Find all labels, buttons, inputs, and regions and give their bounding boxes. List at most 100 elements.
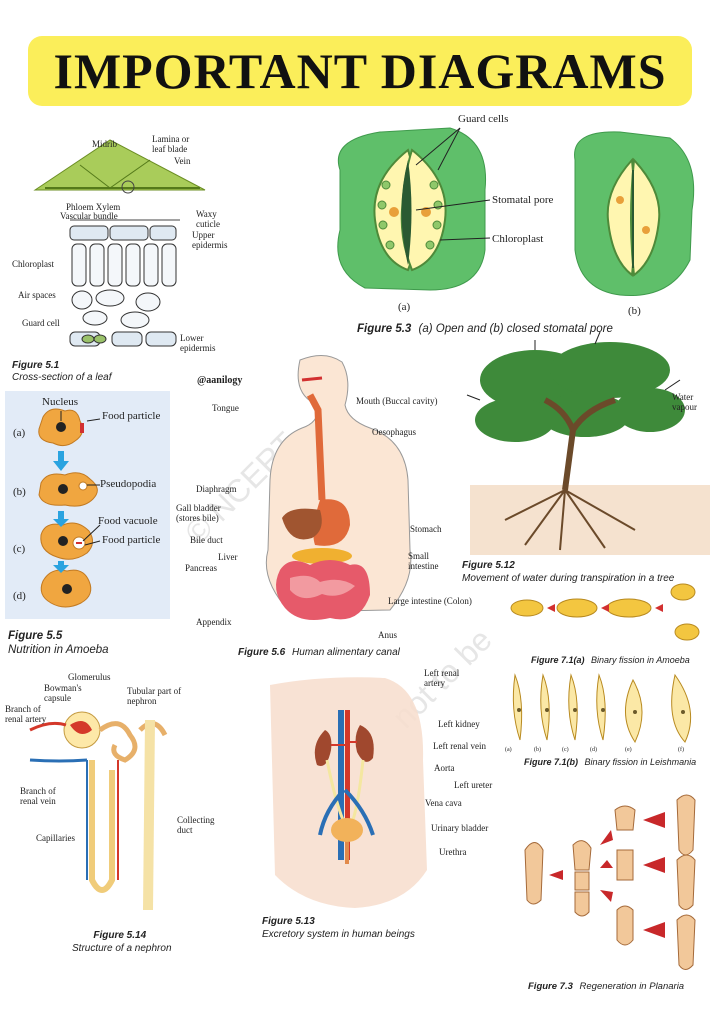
label-glomerulus: Glomerulus	[68, 672, 111, 682]
caption-number: Figure 5.1	[12, 360, 60, 371]
caption-text: Regeneration in Planaria	[579, 981, 685, 992]
label-midrib: Midrib	[92, 139, 118, 149]
caption-text: (a) Open and (b) closed stomatal pore	[418, 323, 613, 335]
label-lower-epidermis: Lower epidermis	[180, 333, 216, 353]
alimentary-canal-diagram	[265, 355, 412, 621]
label-large-intestine: Large intestine (Colon)	[388, 596, 472, 606]
caption-text: Excretory system in human beings	[262, 929, 415, 940]
leaf-cross-section-diagram	[33, 139, 206, 347]
stomata-diagram	[337, 127, 695, 297]
label-amoeba-d: (d)	[13, 590, 26, 602]
label-amoeba-c: (c)	[13, 543, 26, 555]
label-chloroplast-leaf: Chloroplast	[12, 259, 54, 269]
label-gall-bladder: Gall bladder (stores bile)	[176, 503, 221, 523]
caption-fig-5-13: Figure 5.13 Excretory system in human be…	[262, 915, 415, 941]
label-capillaries: Capillaries	[36, 833, 75, 843]
label-oesophagus: Oesophagus	[372, 427, 416, 437]
label-leish-c: (c)	[562, 747, 569, 753]
page-title: IMPORTANT DIAGRAMS	[53, 43, 667, 99]
label-bile-duct: Bile duct	[190, 535, 223, 545]
label-lamina: Lamina or leaf blade	[152, 134, 190, 154]
label-upper-epidermis: Upper epidermis	[192, 230, 228, 250]
label-branch-renal-vein: Branch of renal vein	[20, 786, 56, 806]
caption-text: Movement of water during transpiration i…	[462, 573, 675, 584]
label-bowmans-capsule: Bowman's capsule	[44, 683, 82, 703]
label-air-spaces: Air spaces	[18, 290, 56, 300]
label-tongue: Tongue	[212, 403, 239, 413]
label-guard-cells: Guard cells	[458, 113, 509, 125]
caption-text: Cross-section of a leaf	[12, 372, 112, 383]
binary-fission-amoeba-diagram	[510, 583, 700, 641]
label-leish-d: (d)	[590, 747, 597, 753]
label-anus: Anus	[378, 630, 398, 640]
caption-text: Human alimentary canal	[292, 647, 400, 658]
label-liver: Liver	[218, 552, 238, 562]
label-small-intestine: Small intestine	[408, 551, 439, 571]
label-amoeba-a: (a)	[13, 427, 26, 439]
label-chloroplast-stoma: Chloroplast	[492, 233, 544, 245]
label-water-vapour: Water vapour	[672, 392, 697, 412]
label-left-kidney: Left kidney	[438, 719, 480, 729]
leishmania-diagram	[512, 673, 692, 744]
planaria-regeneration-diagram	[524, 794, 696, 970]
label-vena-cava: Vena cava	[425, 798, 462, 808]
caption-number: Figure 5.6	[238, 647, 286, 658]
caption-fig-5-1: Figure 5.1 Cross-section of a leaf	[12, 360, 112, 384]
caption-text: Binary fission in Leishmania	[584, 757, 697, 767]
nephron-diagram	[29, 711, 168, 911]
label-waxy-cuticle: Waxy cuticle	[196, 209, 220, 229]
caption-fig-5-14: Figure 5.14 Structure of a nephron	[72, 929, 172, 955]
caption-number: Figure 7.1(b)	[524, 757, 579, 767]
caption-text: Structure of a nephron	[72, 943, 172, 954]
label-food-particle-1: Food particle	[102, 410, 161, 422]
label-phloem-xylem: Phloem Xylem	[66, 202, 121, 212]
label-food-vacuole: Food vacuole	[98, 515, 158, 527]
label-left-ureter: Left ureter	[454, 780, 493, 790]
label-stoma-b: (b)	[628, 305, 641, 317]
label-mouth: Mouth (Buccal cavity)	[356, 396, 438, 406]
label-vascular-bundle: Vascular bundle	[60, 211, 118, 221]
title-banner: IMPORTANT DIAGRAMS	[28, 36, 692, 106]
label-food-particle-2: Food particle	[102, 534, 161, 546]
amoeba-nutrition-diagram	[38, 408, 101, 608]
caption-fig-7-1a: Figure 7.1(a) Binary fission in Amoeba	[531, 655, 690, 665]
label-aorta: Aorta	[434, 763, 455, 773]
caption-text: Nutrition in Amoeba	[8, 644, 109, 656]
label-stoma-a: (a)	[398, 301, 411, 313]
label-pseudopodia: Pseudopodia	[100, 478, 157, 490]
transpiration-tree-diagram	[466, 331, 710, 555]
label-leish-e: (e)	[625, 747, 632, 753]
label-amoeba-b: (b)	[13, 486, 26, 498]
label-leish-b: (b)	[534, 747, 541, 753]
label-tubular-part: Tubular part of nephron	[127, 686, 182, 706]
caption-number: Figure 5.12	[462, 560, 515, 571]
caption-fig-5-3: Figure 5.3 (a) Open and (b) closed stoma…	[357, 323, 613, 335]
label-nucleus: Nucleus	[42, 396, 79, 408]
author-handle: @aanilogy	[197, 375, 243, 386]
label-leish-a: (a)	[505, 747, 512, 753]
caption-number: Figure 7.1(a)	[531, 655, 585, 665]
caption-fig-7-3: Figure 7.3 Regeneration in Planaria	[528, 981, 684, 992]
caption-number: Figure 5.5	[8, 630, 63, 642]
label-leish-f: (f)	[678, 747, 684, 753]
label-urethra: Urethra	[439, 847, 467, 857]
excretory-system-diagram	[270, 677, 427, 908]
label-stomatal-pore: Stomatal pore	[492, 194, 554, 206]
label-diaphragm: Diaphragm	[196, 484, 237, 494]
caption-text: Binary fission in Amoeba	[591, 655, 690, 665]
caption-fig-5-5: Figure 5.5 Nutrition in Amoeba	[8, 629, 109, 657]
caption-number: Figure 5.13	[262, 916, 315, 927]
label-appendix: Appendix	[196, 617, 232, 627]
caption-fig-5-6: Figure 5.6 Human alimentary canal	[238, 647, 400, 658]
label-vein: Vein	[174, 156, 191, 166]
label-stomach: Stomach	[410, 524, 442, 534]
label-pancreas: Pancreas	[185, 563, 217, 573]
caption-number: Figure 5.3	[357, 323, 412, 335]
label-left-renal-vein: Left renal vein	[433, 741, 486, 751]
caption-number: Figure 7.3	[528, 981, 573, 992]
caption-fig-5-12: Figure 5.12 Movement of water during tra…	[462, 559, 674, 585]
caption-fig-7-1b: Figure 7.1(b) Binary fission in Leishman…	[524, 757, 696, 767]
caption-number: Figure 5.14	[93, 930, 147, 941]
label-guard-cell: Guard cell	[22, 318, 60, 328]
label-urinary-bladder: Urinary bladder	[431, 823, 489, 833]
